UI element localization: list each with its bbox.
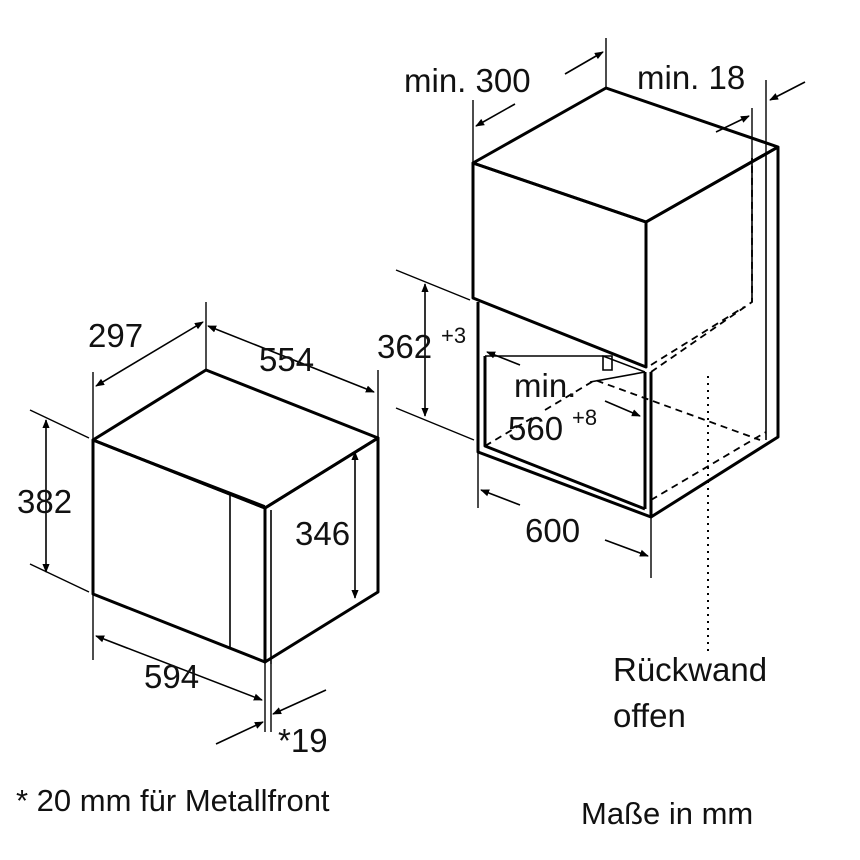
- cabinet-top-face: [471, 86, 780, 224]
- dim-min-18: min. 18: [637, 59, 806, 158]
- footnote-metal-front: * 20 mm für Metallfront: [16, 783, 330, 818]
- niche-opening: [476, 302, 653, 519]
- dim-382-label: 382: [17, 483, 72, 520]
- dim-min-560: min. 560 +8: [486, 351, 641, 447]
- dim-554-label: 554: [259, 341, 314, 378]
- cabinet-side-board: [650, 147, 780, 519]
- dim-362: 362 +3: [377, 269, 475, 441]
- back-wall-label-1: Rückwand: [613, 651, 767, 688]
- cabinet-drawing: [471, 86, 780, 519]
- dim-346: 346: [295, 451, 359, 599]
- hidden-edges: [650, 158, 753, 373]
- dim-min-560-tolerance: +8: [572, 405, 597, 430]
- appliance-side-face: [263, 436, 380, 664]
- dim-min-300: min. 300: [404, 38, 607, 163]
- dim-19-label: *19: [278, 722, 328, 759]
- appliance-top-face: [91, 368, 380, 510]
- dim-362-tolerance: +3: [441, 323, 466, 348]
- dim-min-300-label: min. 300: [404, 62, 531, 99]
- dim-554: 554: [207, 325, 379, 438]
- dim-346-label: 346: [295, 515, 350, 552]
- dim-297: 297: [88, 302, 207, 440]
- dim-min-560-label-2: 560: [508, 410, 563, 447]
- back-wall-label-2: offen: [613, 697, 686, 734]
- dim-min-18-label: min. 18: [637, 59, 745, 96]
- dim-600-label: 600: [525, 512, 580, 549]
- dim-600: 600: [477, 452, 652, 578]
- dim-min-560-label-1: min.: [514, 367, 576, 404]
- dim-362-label: 362: [377, 328, 432, 365]
- dim-382: 382: [17, 409, 90, 593]
- dim-297-label: 297: [88, 317, 143, 354]
- dim-594: 594: [92, 594, 272, 732]
- units-note: Maße in mm: [581, 796, 753, 831]
- cabinet-front-face: [471, 161, 648, 369]
- dim-594-label: 594: [144, 658, 199, 695]
- dim-19: *19: [215, 689, 328, 759]
